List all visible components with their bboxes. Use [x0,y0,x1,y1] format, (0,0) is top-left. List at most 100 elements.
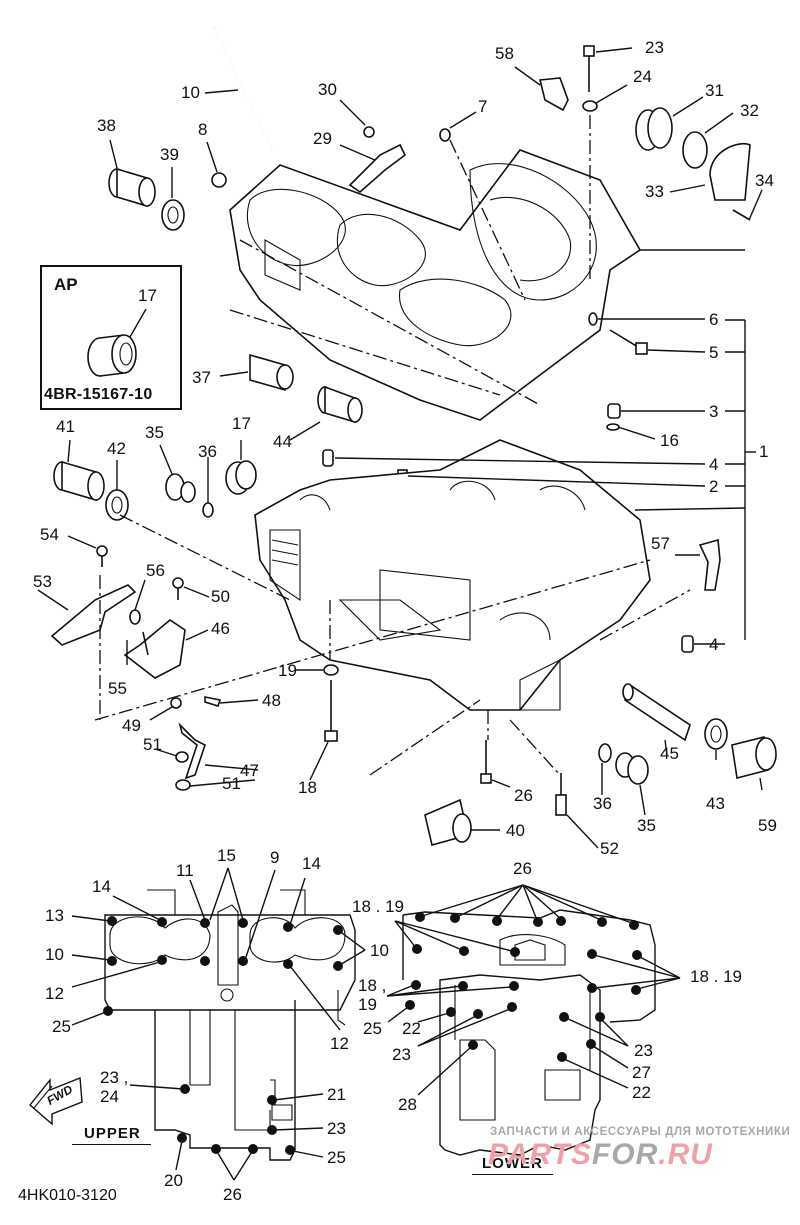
stud-bolt-part[interactable] [213,27,273,151]
callout-53[interactable]: 53 [33,572,52,591]
upper-callout-21[interactable]: 21 [327,1085,346,1104]
bracket-part-29[interactable] [348,143,407,194]
bolt-part-5[interactable] [609,329,648,355]
upper-callout-25a[interactable]: 25 [52,1017,71,1036]
callout-54[interactable]: 54 [40,525,59,544]
dowel-part-4b[interactable] [681,635,694,653]
callout-52[interactable]: 52 [600,839,619,858]
callout-57[interactable]: 57 [651,534,670,553]
callout-17[interactable]: 17 [232,414,251,433]
washer-part-39[interactable] [161,199,185,231]
upper-callout-11[interactable]: 11 [176,861,194,880]
o-ring-part-6[interactable] [588,312,598,326]
washer-part-19[interactable] [323,664,339,676]
callout-18[interactable]: 18 [298,778,317,797]
callout-49[interactable]: 49 [122,716,141,735]
bolt-part-23[interactable] [583,45,595,92]
callout-33[interactable]: 33 [645,182,664,201]
lower-callout-18-19b[interactable]: 18 . 19 [690,967,742,986]
seal-part-17[interactable] [225,460,257,495]
callout-56[interactable]: 56 [146,561,165,580]
plug-part-35[interactable] [165,473,196,503]
upper-callout-20[interactable]: 20 [164,1171,183,1190]
o-ring-part-49[interactable] [170,697,182,709]
callout-39[interactable]: 39 [160,145,179,164]
plate-part-33[interactable] [709,143,751,201]
upper-callout-10b[interactable]: 10 [370,941,389,960]
upper-callout-10a[interactable]: 10 [45,945,64,964]
callout-41[interactable]: 41 [56,417,75,436]
callout-50[interactable]: 50 [211,587,230,606]
callout-29[interactable]: 29 [313,129,332,148]
plug-part-56[interactable] [129,609,141,625]
lower-callout-23b[interactable]: 23 [634,1041,653,1060]
upper-callout-23-24[interactable]: 23 , 24 [100,1068,129,1106]
lower-callout-27[interactable]: 27 [632,1063,651,1082]
clip-part-48[interactable] [204,696,222,707]
screw-part-54[interactable] [96,545,108,567]
callout-3[interactable]: 3 [709,402,719,421]
callout-35[interactable]: 35 [145,423,164,442]
upper-callout-26[interactable]: 26 [223,1185,242,1204]
callout-26[interactable]: 26 [514,786,533,805]
o-ring-part-36[interactable] [202,502,214,518]
callout-45[interactable]: 45 [660,744,679,763]
pipe-part-45[interactable] [622,683,691,742]
callout-23[interactable]: 23 [645,38,664,57]
dowel-part-8[interactable] [211,172,227,188]
breather-part-53[interactable] [50,584,137,646]
callout-19[interactable]: 19 [278,661,297,680]
fitting-part-55[interactable] [142,631,149,656]
upper-callout-9[interactable]: 9 [270,848,280,867]
lower-callout-22b[interactable]: 22 [632,1083,651,1102]
callout-38[interactable]: 38 [97,116,116,135]
nut-part-51b[interactable] [175,779,191,791]
callout-59[interactable]: 59 [758,816,777,835]
lower-callout-28[interactable]: 28 [398,1095,417,1114]
callout-51b[interactable]: 51 [222,774,241,793]
screw-part-34[interactable] [732,209,751,221]
lower-callout-18-19c[interactable]: 18 , 19 [358,976,387,1014]
callout-47[interactable]: 47 [240,761,259,780]
callout-6[interactable]: 6 [709,310,719,329]
washer-part-43[interactable] [704,718,728,750]
callout-51[interactable]: 51 [143,735,162,754]
callout-10[interactable]: 10 [181,83,200,102]
callout-36b[interactable]: 36 [593,794,612,813]
callout-42[interactable]: 42 [107,439,126,458]
callout-30[interactable]: 30 [318,80,337,99]
lower-callout-22a[interactable]: 22 [402,1019,421,1038]
callout-48[interactable]: 48 [262,691,281,710]
callout-34[interactable]: 34 [755,171,774,190]
dowel-part-3[interactable] [607,403,621,419]
sleeve-part-40[interactable] [424,798,472,846]
sleeve-part-59[interactable] [731,736,777,779]
callout-24[interactable]: 24 [633,67,652,86]
upper-crankcase[interactable] [229,149,642,421]
callout-8[interactable]: 8 [198,120,208,139]
upper-callout-25b[interactable]: 25 [327,1148,346,1167]
callout-36[interactable]: 36 [198,442,217,461]
dowel-part-4[interactable] [322,449,334,467]
upper-callout-13[interactable]: 13 [45,906,64,925]
upper-callout-12a[interactable]: 12 [45,984,64,1003]
pipe-part-47[interactable] [178,722,206,780]
bolt-part-50[interactable] [172,577,184,600]
plug-part-31[interactable] [635,107,673,151]
sleeve-part-41[interactable] [53,460,105,502]
plug-part-35b[interactable] [615,752,649,785]
callout-55[interactable]: 55 [108,679,127,698]
callout-32[interactable]: 32 [740,101,759,120]
callout-7[interactable]: 7 [478,97,488,116]
nut-part-51a[interactable] [175,751,189,763]
lower-callout-18-19a[interactable]: 18 . 19 [352,897,404,916]
o-ring-part-16[interactable] [606,423,620,431]
dowel-part-7[interactable] [439,128,451,142]
upper-callout-23[interactable]: 23 [327,1119,346,1138]
lower-callout-26[interactable]: 26 [513,859,532,878]
upper-callout-14b[interactable]: 14 [302,854,321,873]
callout-46[interactable]: 46 [211,619,230,638]
upper-callout-12b[interactable]: 12 [330,1034,349,1053]
callout-40[interactable]: 40 [506,821,525,840]
inset-callout-17[interactable]: 17 [138,286,157,305]
